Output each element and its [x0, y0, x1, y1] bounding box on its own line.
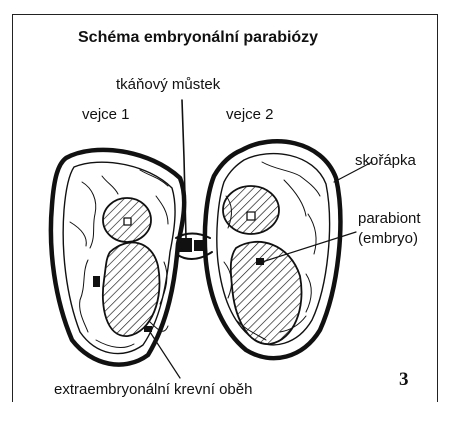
diagram-title: Schéma embryonální parabiózy — [78, 29, 318, 47]
egg1-vessel-node — [93, 276, 100, 287]
parabiont-label: parabiont — [358, 210, 421, 227]
egg1-label: vejce 1 — [82, 106, 130, 123]
circulation-label: extraembryonální krevní oběh — [54, 381, 252, 398]
circulation-leader — [150, 332, 180, 378]
junction-node — [178, 238, 192, 252]
embryo1-body — [103, 243, 160, 337]
egg2-label: vejce 2 — [226, 106, 274, 123]
circulation-vessel-node — [144, 326, 152, 332]
figure-number: 3 — [399, 369, 409, 391]
shell-label: skořápka — [355, 152, 416, 169]
embryo-label: (embryo) — [358, 230, 418, 247]
tissue-bridge-label: tkáňový můstek — [116, 76, 220, 93]
